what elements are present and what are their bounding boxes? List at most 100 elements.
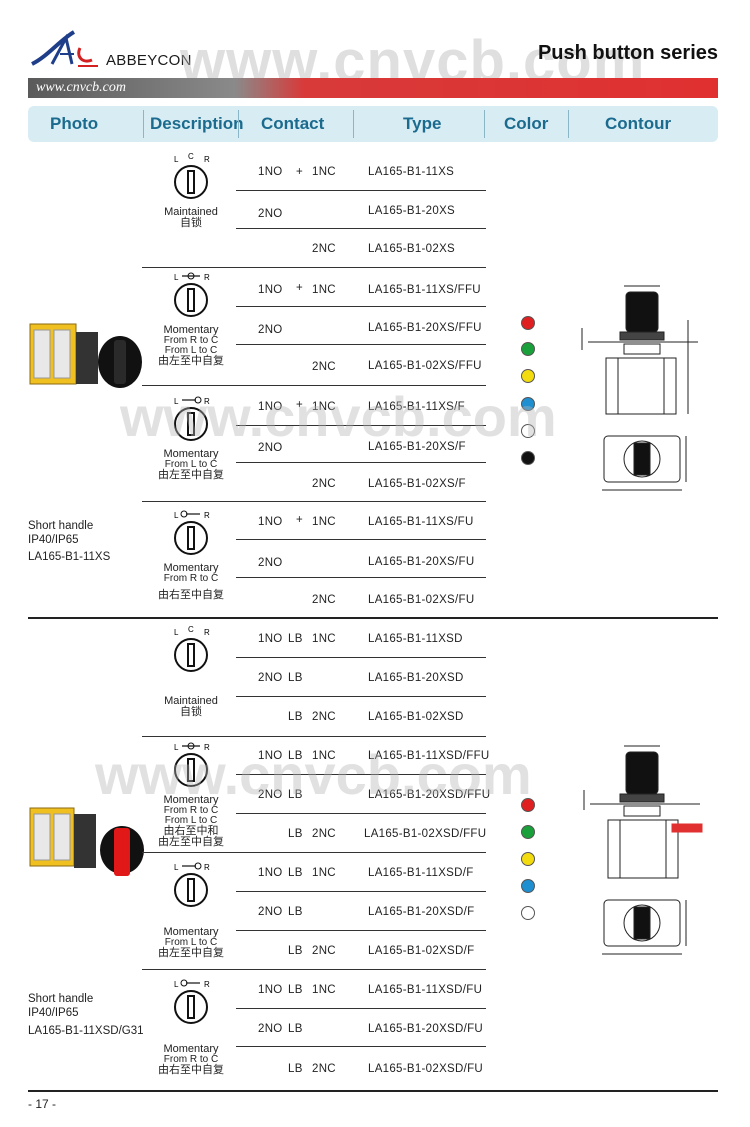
row-divider bbox=[236, 306, 486, 307]
contact-no: 1NO bbox=[258, 984, 283, 996]
contact-lamp: LB bbox=[288, 711, 303, 723]
contact-no: 2NO bbox=[258, 1023, 283, 1035]
section-divider bbox=[142, 501, 486, 502]
contact-nc: 2NC bbox=[312, 361, 336, 373]
contact-no: 1NO bbox=[258, 284, 283, 296]
photo-label-line: Short handle bbox=[28, 993, 94, 1005]
color-dot bbox=[521, 316, 535, 330]
photo-label-line: IP40/IP65 bbox=[28, 534, 79, 546]
column-header-photo: Photo bbox=[50, 114, 99, 133]
contact-lamp: LB bbox=[288, 906, 303, 918]
color-dot bbox=[521, 397, 535, 411]
svg-text:L: L bbox=[174, 980, 179, 989]
column-header-type: Type bbox=[403, 114, 442, 133]
svg-text:R: R bbox=[204, 511, 210, 520]
svg-text:L: L bbox=[174, 863, 179, 872]
contact-no: 1NO bbox=[258, 633, 283, 645]
contact-nc: 1NC bbox=[312, 867, 336, 879]
column-divider bbox=[143, 110, 144, 138]
type-code: LA165-B1-20XS/FFU bbox=[368, 322, 482, 334]
color-dot bbox=[521, 825, 535, 839]
svg-text:L: L bbox=[174, 511, 179, 520]
description-text: From L to C bbox=[164, 459, 218, 470]
contact-no: 2NO bbox=[258, 208, 283, 220]
contact-nc: 1NC bbox=[312, 284, 336, 296]
contour-drawing bbox=[581, 285, 698, 491]
contact-nc: 1NC bbox=[312, 516, 336, 528]
description-text: 由右至中和 bbox=[163, 825, 219, 837]
contact-no: 2NO bbox=[258, 442, 283, 454]
section-divider bbox=[142, 852, 486, 853]
svg-text:L: L bbox=[174, 397, 179, 406]
photo-label-line: LA165-B1-11XS bbox=[28, 551, 111, 563]
color-dot bbox=[521, 879, 535, 893]
row-divider bbox=[236, 228, 486, 229]
type-code: LA165-B1-11XSD/FFU bbox=[368, 750, 490, 762]
svg-text:C: C bbox=[188, 625, 194, 634]
contact-nc: 1NC bbox=[312, 166, 336, 178]
contact-separator: + bbox=[296, 514, 304, 526]
row-divider bbox=[236, 930, 486, 931]
row-divider bbox=[236, 696, 486, 697]
contact-lamp: LB bbox=[288, 672, 303, 684]
svg-text:R: R bbox=[204, 273, 210, 282]
column-header-contact: Contact bbox=[261, 114, 325, 133]
description-text: From R to C bbox=[163, 1054, 219, 1065]
contact-lamp: LB bbox=[288, 750, 303, 762]
table-header: Photo Description Contact Type Color Con… bbox=[28, 106, 718, 142]
page-number: - 17 - bbox=[28, 1097, 57, 1111]
type-code: LA165-B1-11XSD bbox=[368, 633, 463, 645]
color-dot bbox=[521, 451, 535, 465]
type-code: LA165-B1-02XS/FFU bbox=[368, 360, 482, 372]
description-text: 自锁 bbox=[180, 217, 202, 229]
footer-divider bbox=[28, 1090, 718, 1092]
contact-nc: 2NC bbox=[312, 478, 336, 490]
type-code: LA165-B1-02XSD/FU bbox=[368, 1063, 484, 1075]
photo-label-line: Short handle bbox=[28, 520, 94, 532]
contact-nc: 1NC bbox=[312, 750, 336, 762]
contact-lamp: LB bbox=[288, 945, 303, 957]
description-text: Momentary bbox=[163, 562, 219, 574]
description-text: From R to C bbox=[163, 335, 219, 346]
color-dot bbox=[521, 798, 535, 812]
photo-label-line: LA165-B1-11XSD/G31 bbox=[28, 1025, 144, 1037]
contact-lamp: LB bbox=[288, 984, 303, 996]
description-text: From L to C bbox=[164, 937, 218, 948]
svg-text:L: L bbox=[174, 155, 179, 164]
contact-separator: + bbox=[296, 166, 304, 178]
column-header-description: Description bbox=[150, 114, 244, 133]
description-text: 由左至中自复 bbox=[158, 836, 224, 848]
svg-text:R: R bbox=[204, 980, 210, 989]
contact-no: 2NO bbox=[258, 557, 283, 569]
type-code: LA165-B1-11XS bbox=[368, 166, 455, 178]
type-code: LA165-B1-20XSD bbox=[368, 672, 464, 684]
contact-no: 2NO bbox=[258, 672, 283, 684]
section-divider bbox=[142, 385, 486, 386]
description-text: 由左至中自复 bbox=[158, 947, 224, 959]
contact-lamp: LB bbox=[288, 1063, 303, 1075]
description-text: From R to C bbox=[163, 573, 219, 584]
contact-no: 2NO bbox=[258, 906, 283, 918]
svg-text:R: R bbox=[204, 397, 210, 406]
svg-text:R: R bbox=[204, 628, 210, 637]
contact-no: 1NO bbox=[258, 867, 283, 879]
type-code: LA165-B1-11XSD/F bbox=[368, 867, 474, 879]
row-divider bbox=[236, 190, 486, 191]
contact-nc: 2NC bbox=[312, 1063, 336, 1075]
contact-no: 1NO bbox=[258, 401, 283, 413]
column-divider bbox=[353, 110, 354, 138]
photo-label-line: IP40/IP65 bbox=[28, 1007, 79, 1019]
description-text: Momentary bbox=[163, 926, 219, 938]
row-divider bbox=[236, 774, 486, 775]
description-text: From L to C bbox=[164, 345, 218, 356]
contact-no: 1NO bbox=[258, 750, 283, 762]
